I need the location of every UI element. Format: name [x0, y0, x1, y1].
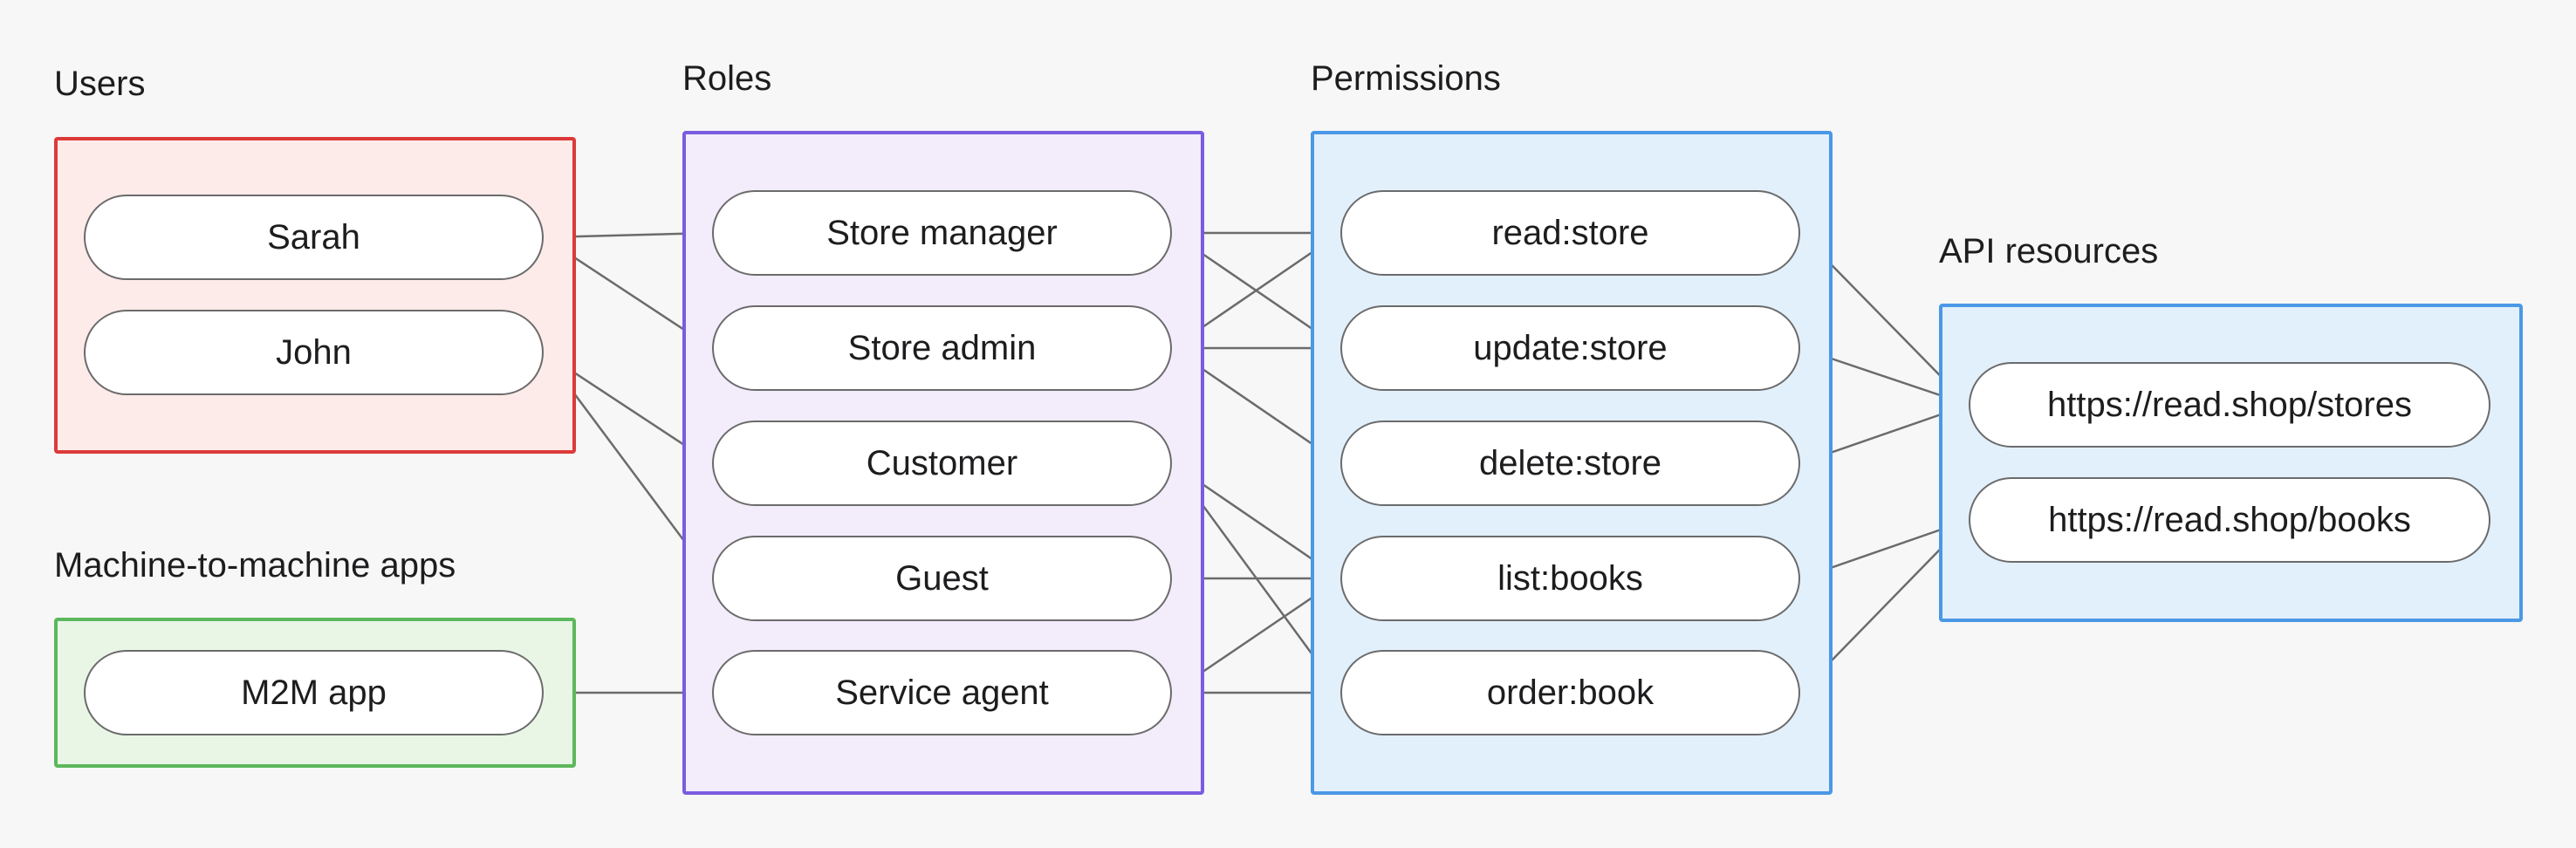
role-node-customer[interactable]: Customer	[712, 421, 1172, 506]
m2m-app-node[interactable]: M2M app	[84, 650, 544, 735]
permission-node-update-store[interactable]: update:store	[1340, 305, 1800, 391]
api-resources-group-title: API resources	[1939, 232, 2159, 270]
permission-node-list-books[interactable]: list:books	[1340, 536, 1800, 621]
permission-node-read-store[interactable]: read:store	[1340, 190, 1800, 276]
users-group-box	[54, 137, 576, 454]
api-resources-group-box	[1939, 304, 2523, 622]
api-resource-node-stores[interactable]: https://read.shop/stores	[1969, 362, 2490, 448]
role-node-guest[interactable]: Guest	[712, 536, 1172, 621]
user-node-sarah[interactable]: Sarah	[84, 195, 544, 280]
user-node-john[interactable]: John	[84, 310, 544, 395]
role-node-store-admin[interactable]: Store admin	[712, 305, 1172, 391]
m2m-group-title: Machine-to-machine apps	[54, 546, 456, 585]
users-group-title: Users	[54, 65, 146, 103]
permission-node-delete-store[interactable]: delete:store	[1340, 421, 1800, 506]
permission-node-order-book[interactable]: order:book	[1340, 650, 1800, 735]
api-resource-node-books[interactable]: https://read.shop/books	[1969, 477, 2490, 563]
permissions-group-title: Permissions	[1311, 59, 1501, 98]
role-node-store-manager[interactable]: Store manager	[712, 190, 1172, 276]
roles-group-title: Roles	[682, 59, 772, 98]
role-node-service-agent[interactable]: Service agent	[712, 650, 1172, 735]
